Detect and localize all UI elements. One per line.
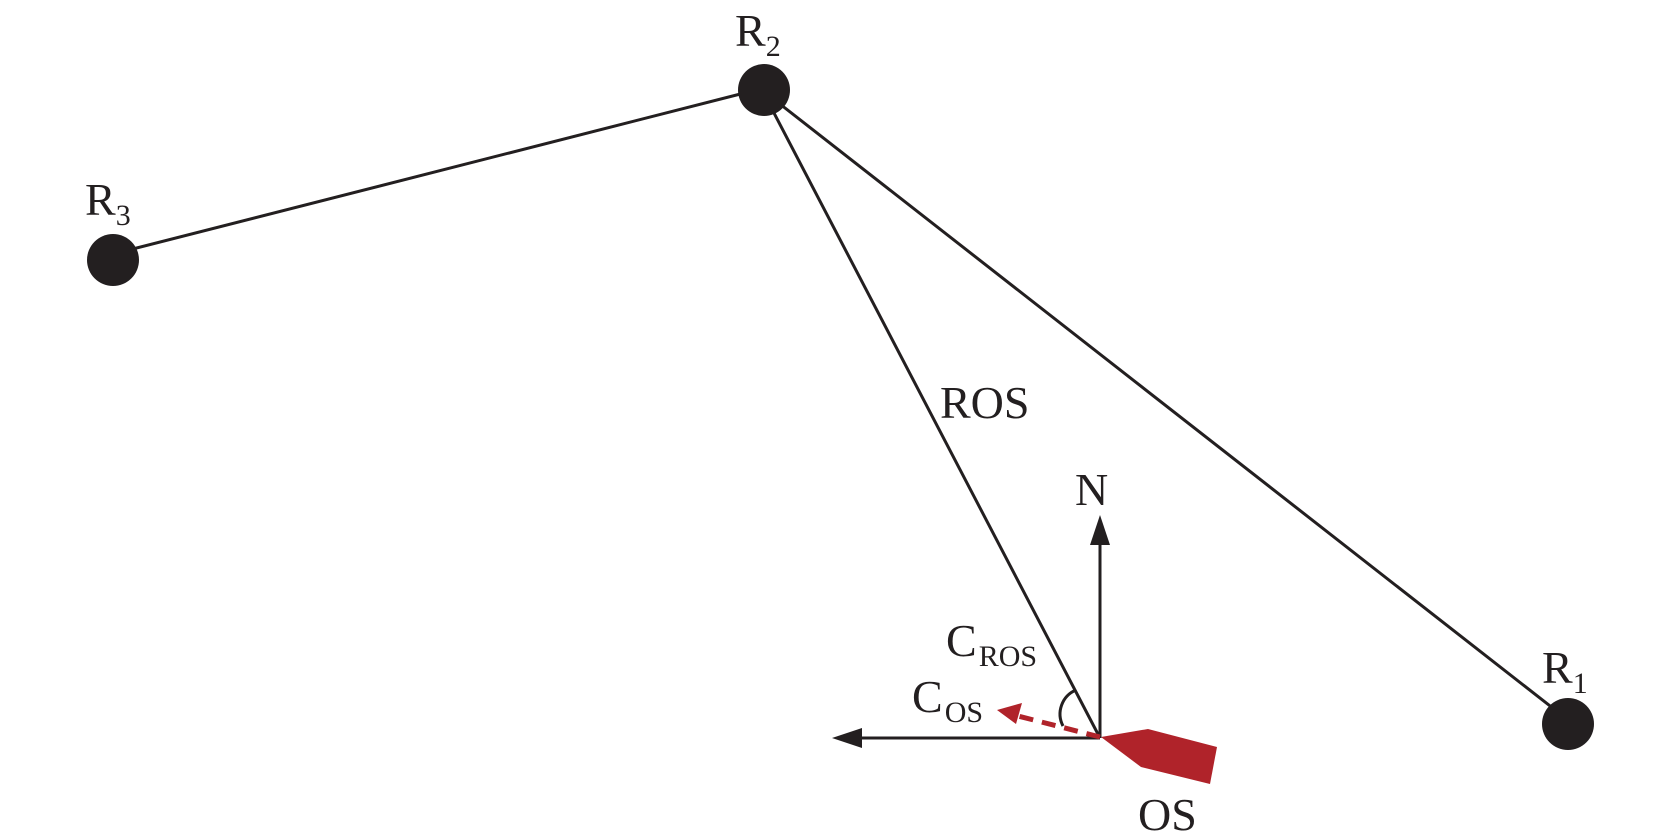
route-segment-r2-r1 xyxy=(761,88,1578,729)
label-r2: R2 xyxy=(735,5,781,63)
west-arrowhead-icon xyxy=(832,728,862,748)
os-course-line xyxy=(1017,713,1101,740)
waypoint-r1 xyxy=(1542,698,1594,750)
label-ros: ROS xyxy=(940,377,1029,428)
own-ship-icon xyxy=(1101,729,1217,784)
waypoint-r2 xyxy=(738,64,790,116)
label-c-os: COS xyxy=(912,671,983,729)
route-segment-r3-r2 xyxy=(112,87,761,256)
waypoint-r3 xyxy=(87,234,139,286)
label-c-ros: CROS xyxy=(946,615,1037,673)
north-arrowhead-icon xyxy=(1090,515,1110,545)
label-r1: R1 xyxy=(1542,642,1588,700)
os-course-arrowhead-icon xyxy=(997,703,1022,724)
label-r3: R3 xyxy=(85,174,131,232)
label-os: OS xyxy=(1138,789,1197,840)
label-north: N xyxy=(1075,464,1108,515)
course-angle-arc xyxy=(1058,688,1077,727)
ros-line xyxy=(760,89,1102,739)
